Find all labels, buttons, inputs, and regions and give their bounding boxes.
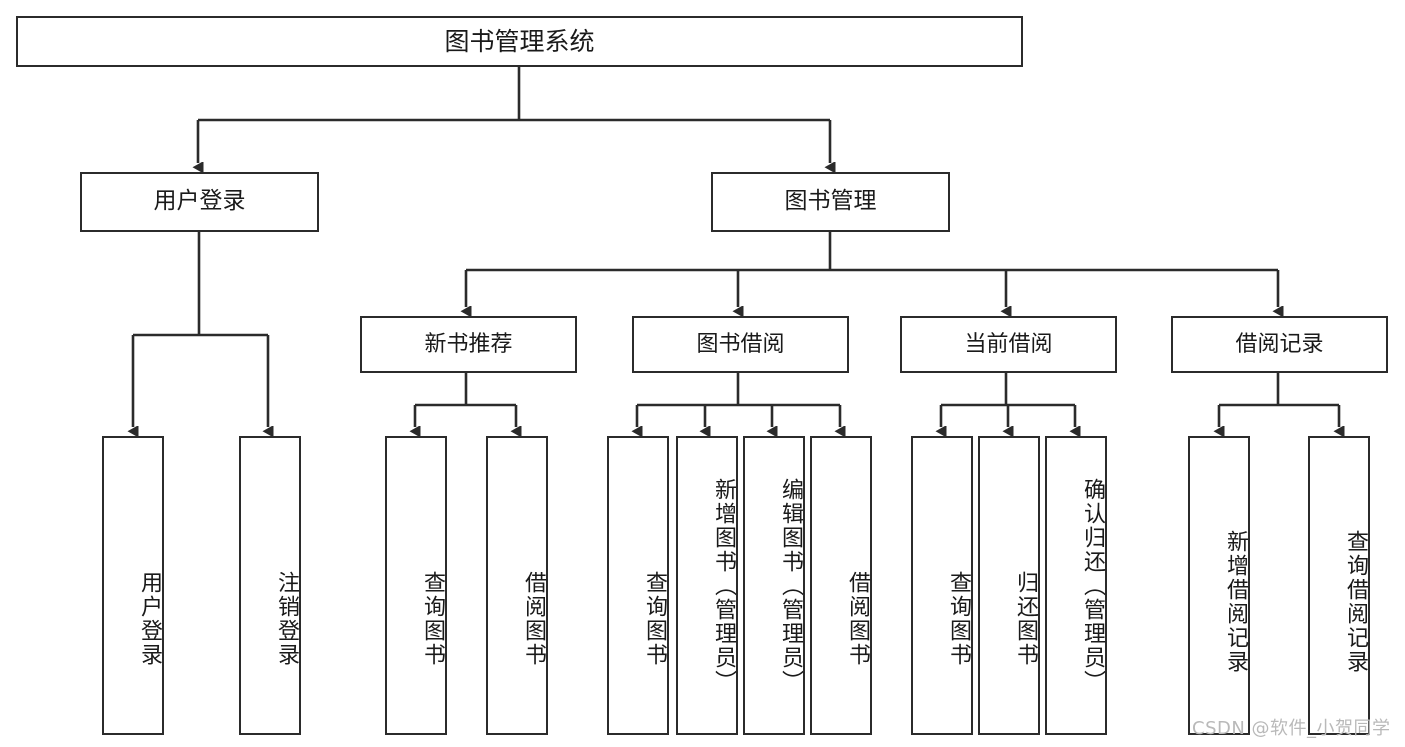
node-book-borrow-label: 图书借阅	[696, 331, 785, 357]
leaf-logout-label: 注销登录	[274, 570, 299, 667]
node-new-book-recommend-label: 新书推荐	[424, 331, 513, 357]
leaf-edit-book-label: 编辑图书（管理员）	[778, 477, 803, 694]
leaf-query-borrow-record-label: 查询借阅记录	[1343, 529, 1368, 674]
leaf-user-login-label: 用户登录	[137, 570, 162, 667]
node-new-book-recommend[interactable]: 新书推荐	[360, 316, 577, 373]
leaf-query-book-3[interactable]: 查询图书	[911, 436, 973, 735]
leaf-query-book-2[interactable]: 查询图书	[607, 436, 669, 735]
leaf-add-borrow-record-label: 新增借阅记录	[1223, 529, 1248, 674]
leaf-user-login[interactable]: 用户登录	[102, 436, 164, 735]
node-borrow-record[interactable]: 借阅记录	[1171, 316, 1388, 373]
node-root[interactable]: 图书管理系统	[16, 16, 1023, 67]
node-borrow-record-label: 借阅记录	[1235, 331, 1324, 357]
leaf-add-borrow-record[interactable]: 新增借阅记录	[1188, 436, 1250, 735]
node-user-login[interactable]: 用户登录	[80, 172, 319, 232]
node-root-label: 图书管理系统	[444, 26, 595, 56]
leaf-query-book-1[interactable]: 查询图书	[385, 436, 447, 735]
leaf-confirm-return-label: 确认归还（管理员）	[1080, 477, 1105, 694]
node-book-manage[interactable]: 图书管理	[711, 172, 950, 232]
node-book-borrow[interactable]: 图书借阅	[632, 316, 849, 373]
leaf-borrow-book-1[interactable]: 借阅图书	[486, 436, 548, 735]
leaf-return-book-label: 归还图书	[1013, 570, 1038, 667]
leaf-query-book-1-label: 查询图书	[420, 570, 445, 667]
leaf-query-book-2-label: 查询图书	[642, 570, 667, 667]
node-current-borrow-label: 当前借阅	[964, 331, 1053, 357]
leaf-return-book[interactable]: 归还图书	[978, 436, 1040, 735]
leaf-edit-book[interactable]: 编辑图书（管理员）	[743, 436, 805, 735]
node-current-borrow[interactable]: 当前借阅	[900, 316, 1117, 373]
node-user-login-label: 用户登录	[153, 188, 246, 215]
leaf-confirm-return[interactable]: 确认归还（管理员）	[1045, 436, 1107, 735]
leaf-add-book-label: 新增图书（管理员）	[711, 477, 736, 694]
leaf-add-book[interactable]: 新增图书（管理员）	[676, 436, 738, 735]
leaf-query-book-3-label: 查询图书	[946, 570, 971, 667]
leaf-logout[interactable]: 注销登录	[239, 436, 301, 735]
node-book-manage-label: 图书管理	[784, 188, 877, 215]
leaf-borrow-book-1-label: 借阅图书	[521, 570, 546, 667]
leaf-borrow-book-2[interactable]: 借阅图书	[810, 436, 872, 735]
leaf-query-borrow-record[interactable]: 查询借阅记录	[1308, 436, 1370, 735]
leaf-borrow-book-2-label: 借阅图书	[845, 570, 870, 667]
